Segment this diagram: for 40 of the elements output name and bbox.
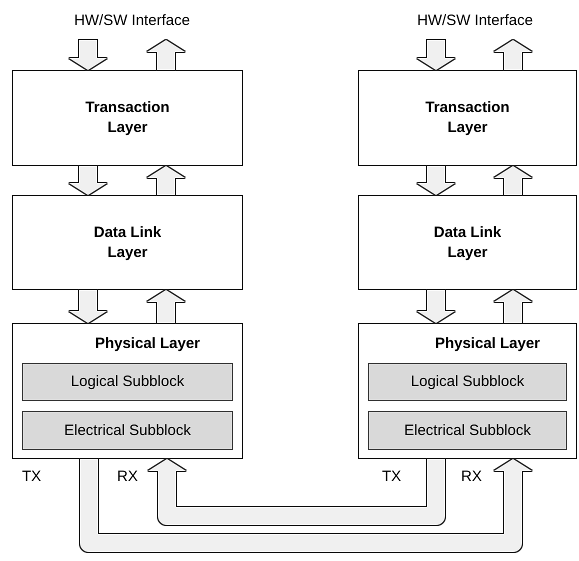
block-arrow bbox=[147, 166, 185, 195]
layer-title: Physical Layer bbox=[94, 334, 200, 354]
layer-title: Data Link Layer bbox=[432, 222, 502, 262]
block-arrow bbox=[148, 459, 445, 525]
subblock-label: Electrical Subblock bbox=[404, 420, 531, 440]
layer-title: Transaction Layer bbox=[84, 98, 171, 138]
subblock-box bbox=[22, 363, 233, 401]
interface-label: HW/SW Interface bbox=[417, 11, 533, 31]
block-arrow bbox=[147, 40, 185, 70]
port-label: TX bbox=[382, 468, 402, 485]
subblock-label: Logical Subblock bbox=[70, 372, 184, 392]
block-arrow bbox=[69, 40, 107, 70]
layer-title: Data Link Layer bbox=[92, 222, 162, 262]
port-label: RX bbox=[461, 468, 482, 485]
block-arrow bbox=[494, 40, 532, 70]
block-arrow bbox=[417, 290, 455, 323]
layer-title: Transaction Layer bbox=[424, 98, 511, 138]
block-arrow bbox=[494, 290, 532, 323]
subblock-box bbox=[22, 411, 233, 450]
block-arrow bbox=[69, 290, 107, 323]
block-arrow bbox=[417, 166, 455, 195]
interface-label: HW/SW Interface bbox=[74, 11, 190, 31]
port-label: TX bbox=[22, 468, 42, 485]
block-arrow bbox=[417, 40, 455, 70]
subblock-box bbox=[368, 411, 567, 450]
layer-box bbox=[358, 70, 577, 166]
layer-box bbox=[358, 195, 577, 290]
subblock-box bbox=[368, 363, 567, 401]
block-arrow bbox=[69, 166, 107, 195]
layer-box bbox=[12, 323, 243, 459]
layer-box bbox=[12, 70, 243, 166]
subblock-label: Logical Subblock bbox=[410, 372, 524, 392]
layer-box bbox=[12, 195, 243, 290]
block-arrow bbox=[80, 459, 532, 552]
port-label: RX bbox=[117, 468, 138, 485]
subblock-label: Electrical Subblock bbox=[64, 420, 191, 440]
layer-box bbox=[358, 323, 577, 459]
block-arrow bbox=[494, 166, 532, 195]
block-arrow bbox=[147, 290, 185, 323]
layer-title: Physical Layer bbox=[434, 334, 540, 354]
